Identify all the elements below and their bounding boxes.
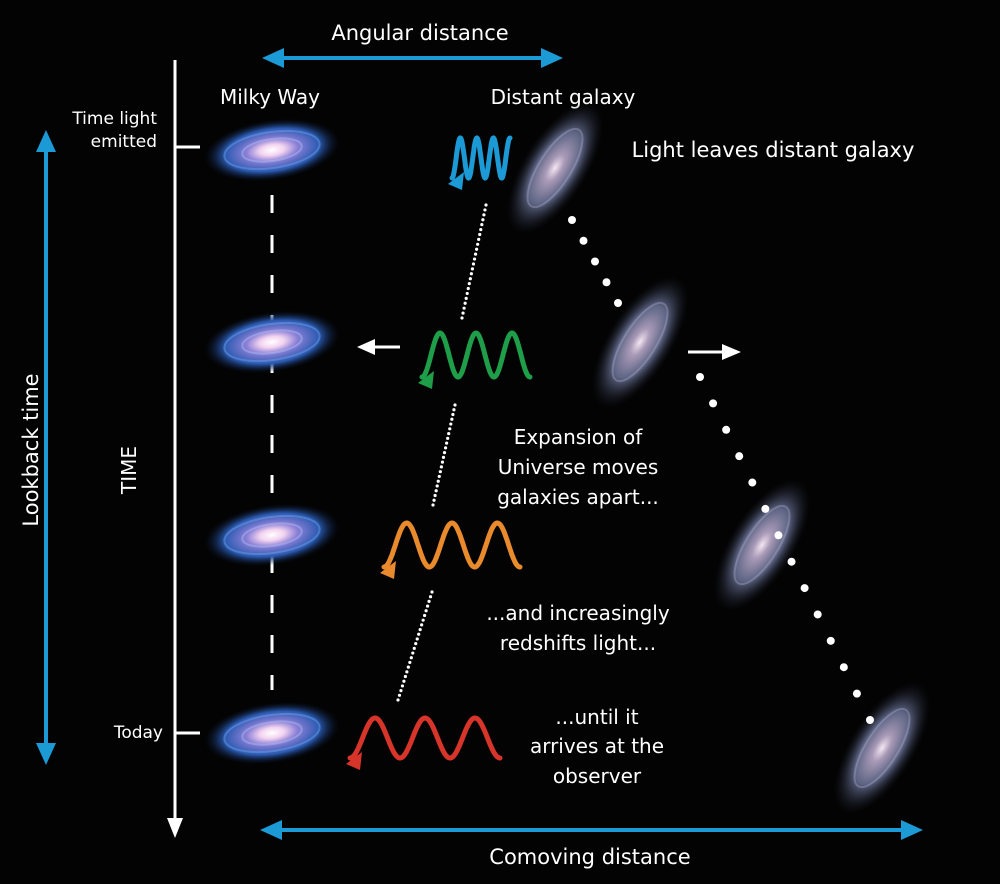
distant-galaxy-motion-arrow <box>688 344 741 360</box>
lookback-time-arrow <box>36 130 56 765</box>
galaxy-trajectory-dots <box>568 216 622 307</box>
distant-galaxy-icon <box>591 276 689 408</box>
distant-galaxy-icon <box>713 479 811 611</box>
arrives-line1: ...until it <box>555 705 638 729</box>
milky-way-galaxy-icon <box>204 503 340 567</box>
milky-way-label: Milky Way <box>220 85 320 109</box>
milky-way-galaxy-icon <box>204 118 340 182</box>
time-axis-label: TIME <box>117 446 141 495</box>
expansion-line3: galaxies apart... <box>497 485 659 509</box>
red-wave-icon <box>346 715 503 770</box>
blue-wave-icon <box>448 135 513 190</box>
light-path-dots <box>431 403 457 507</box>
light-leaves-label: Light leaves distant galaxy <box>632 138 915 162</box>
redshifts-line1: ...and increasingly <box>486 601 670 625</box>
expansion-line1: Expansion of <box>514 425 644 449</box>
time-axis <box>167 60 200 838</box>
distant-galaxy-icon <box>833 682 931 814</box>
comoving-distance-label: Comoving distance <box>489 845 690 869</box>
milky-way-galaxy-icon <box>204 701 340 765</box>
galaxy-trajectory-dots <box>696 373 874 724</box>
distant-galaxy-icon <box>506 102 604 234</box>
orange-wave-icon <box>380 520 523 579</box>
arrives-line3: observer <box>553 764 642 788</box>
redshifts-line2: redshifts light... <box>500 631 656 655</box>
angular-distance-arrow <box>262 48 563 68</box>
lookback-time-label: Lookback time <box>19 373 43 526</box>
distant-galaxy-label: Distant galaxy <box>491 85 636 109</box>
milky-way-motion-arrow <box>357 339 400 355</box>
milky-way-galaxy-icon <box>204 310 340 374</box>
expansion-line2: Universe moves <box>498 455 659 479</box>
comoving-distance-arrow <box>260 820 923 840</box>
arrives-line2: arrives at the <box>530 734 664 758</box>
light-path-dots <box>396 590 434 702</box>
green-wave-icon <box>418 330 533 389</box>
time-light-emitted-line2: emitted <box>91 132 157 152</box>
time-light-emitted-line1: Time light <box>71 109 157 129</box>
light-path-dots <box>460 203 488 320</box>
today-label: Today <box>113 723 163 743</box>
angular-distance-label: Angular distance <box>331 21 508 45</box>
